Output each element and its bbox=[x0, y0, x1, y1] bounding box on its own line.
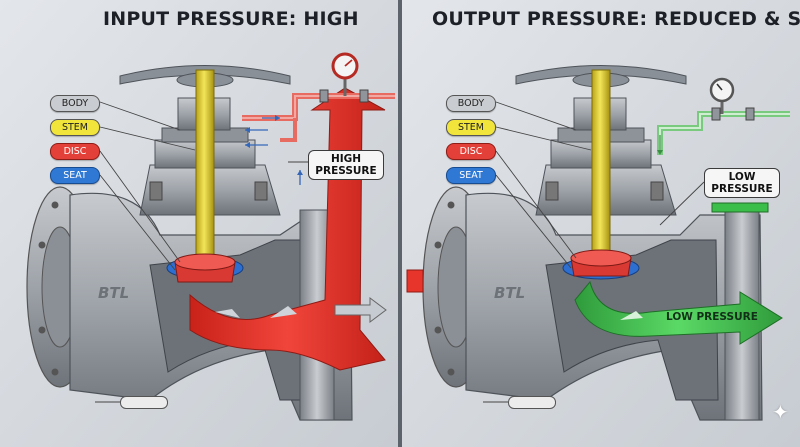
right-stem bbox=[591, 69, 611, 261]
right-disc-label: DISC bbox=[446, 143, 496, 160]
high-pressure-callout: HIGH PRESSURE bbox=[308, 150, 384, 180]
right-valve: BTL bbox=[406, 65, 790, 421]
left-body-label: BODY bbox=[50, 95, 100, 112]
left-valve: BTL bbox=[26, 52, 395, 421]
sparkle-icon: ✦ bbox=[772, 400, 789, 424]
left-disc-label: DISC bbox=[50, 143, 100, 160]
low-pressure-callout: LOW PRESSURE bbox=[704, 168, 780, 198]
left-stem bbox=[195, 69, 215, 261]
low-pressure-flow-label: LOW PRESSURE bbox=[666, 311, 758, 323]
left-stem-label: STEM bbox=[50, 119, 100, 136]
panel-divider bbox=[398, 0, 402, 447]
svg-text:BTL: BTL bbox=[494, 284, 525, 302]
svg-text:BTL: BTL bbox=[98, 284, 129, 302]
right-seat-label: SEAT bbox=[446, 167, 496, 184]
right-body-label: BODY bbox=[446, 95, 496, 112]
left-panel-title: INPUT PRESSURE: HIGH bbox=[103, 8, 359, 30]
right-low-pressure-flow bbox=[574, 280, 783, 345]
right-stem-label: STEM bbox=[446, 119, 496, 136]
right-blank-label bbox=[508, 396, 556, 409]
right-low-pressure-indicator bbox=[711, 202, 769, 213]
right-panel-title: OUTPUT PRESSURE: REDUCED & STABLE bbox=[432, 8, 800, 30]
left-blank-label bbox=[120, 396, 168, 409]
left-seat-label: SEAT bbox=[50, 167, 100, 184]
